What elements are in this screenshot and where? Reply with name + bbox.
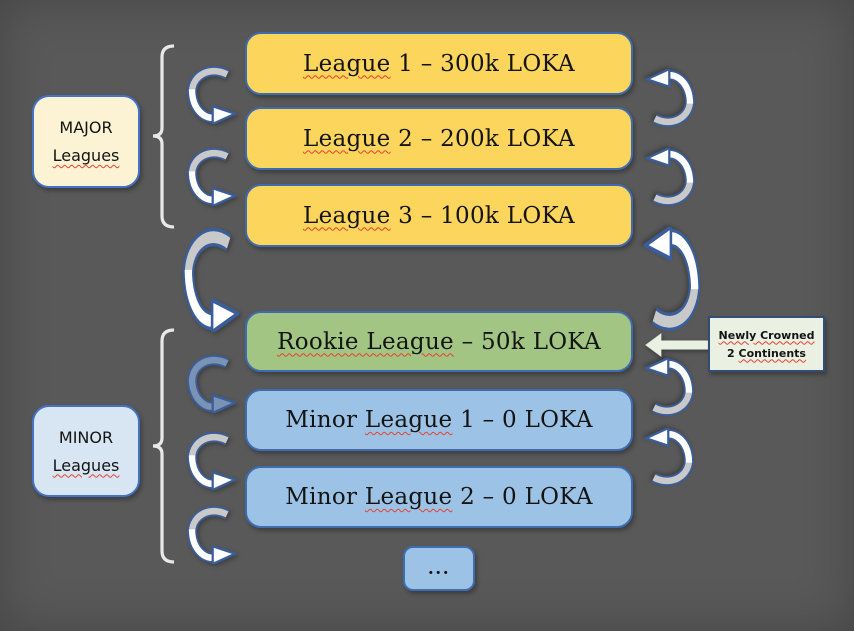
minor-league-1-label: Minor League 1 – 0 LOKA <box>285 407 593 433</box>
promotion-arrow-icon <box>645 148 699 206</box>
relegation-arrow-icon <box>183 66 237 124</box>
minor-league-2-label: Minor League 2 – 0 LOKA <box>285 484 593 510</box>
relegation-arrow-icon <box>178 228 240 332</box>
relegation-arrow-icon <box>183 432 237 490</box>
promotion-arrow-icon <box>644 428 698 486</box>
league-1-label: League 1 – 300k LOKA <box>303 50 575 77</box>
rookie-league-box: Rookie League – 50k LOKA <box>245 311 633 372</box>
major-leagues-title: MAJOR <box>59 118 113 137</box>
minor-leagues-title: MINOR <box>58 427 114 447</box>
more-leagues-label: ... <box>427 558 451 579</box>
promotion-arrow-icon <box>645 69 699 127</box>
newly-crowned-line1: Newly Crowned <box>718 328 815 342</box>
newly-crowned-callout: Newly Crowned 2 Continents <box>708 316 825 372</box>
rookie-relegation-arrow-icon <box>183 355 237 413</box>
league-2-label: League 2 – 200k LOKA <box>303 125 575 152</box>
league-2-box: League 2 – 200k LOKA <box>245 107 633 170</box>
league-3-label: League 3 – 100k LOKA <box>303 202 575 229</box>
promotion-arrow-icon <box>643 227 705 331</box>
rookie-league-label: Rookie League – 50k LOKA <box>277 328 601 355</box>
more-leagues-box: ... <box>403 546 475 591</box>
minor-league-1-box: Minor League 1 – 0 LOKA <box>245 389 633 451</box>
major-leagues-label: MAJOR Leagues <box>32 95 140 188</box>
relegation-arrow-icon <box>183 506 237 564</box>
minor-leagues-label: MINOR Leagues <box>32 405 140 497</box>
newly-crowned-line2: 2 Continents <box>727 346 806 360</box>
newly-crowned-arrow-icon <box>644 331 710 359</box>
major-group-brace-icon <box>152 44 175 229</box>
minor-league-2-box: Minor League 2 – 0 LOKA <box>245 466 633 528</box>
promotion-arrow-icon <box>644 358 698 416</box>
minor-leagues-subtitle: Leagues <box>52 455 120 475</box>
minor-group-brace-icon <box>152 328 175 564</box>
league-3-box: League 3 – 100k LOKA <box>245 184 633 247</box>
league-1-box: League 1 – 300k LOKA <box>245 32 633 95</box>
major-leagues-subtitle: Leagues <box>52 146 120 165</box>
relegation-arrow-icon <box>183 148 237 206</box>
